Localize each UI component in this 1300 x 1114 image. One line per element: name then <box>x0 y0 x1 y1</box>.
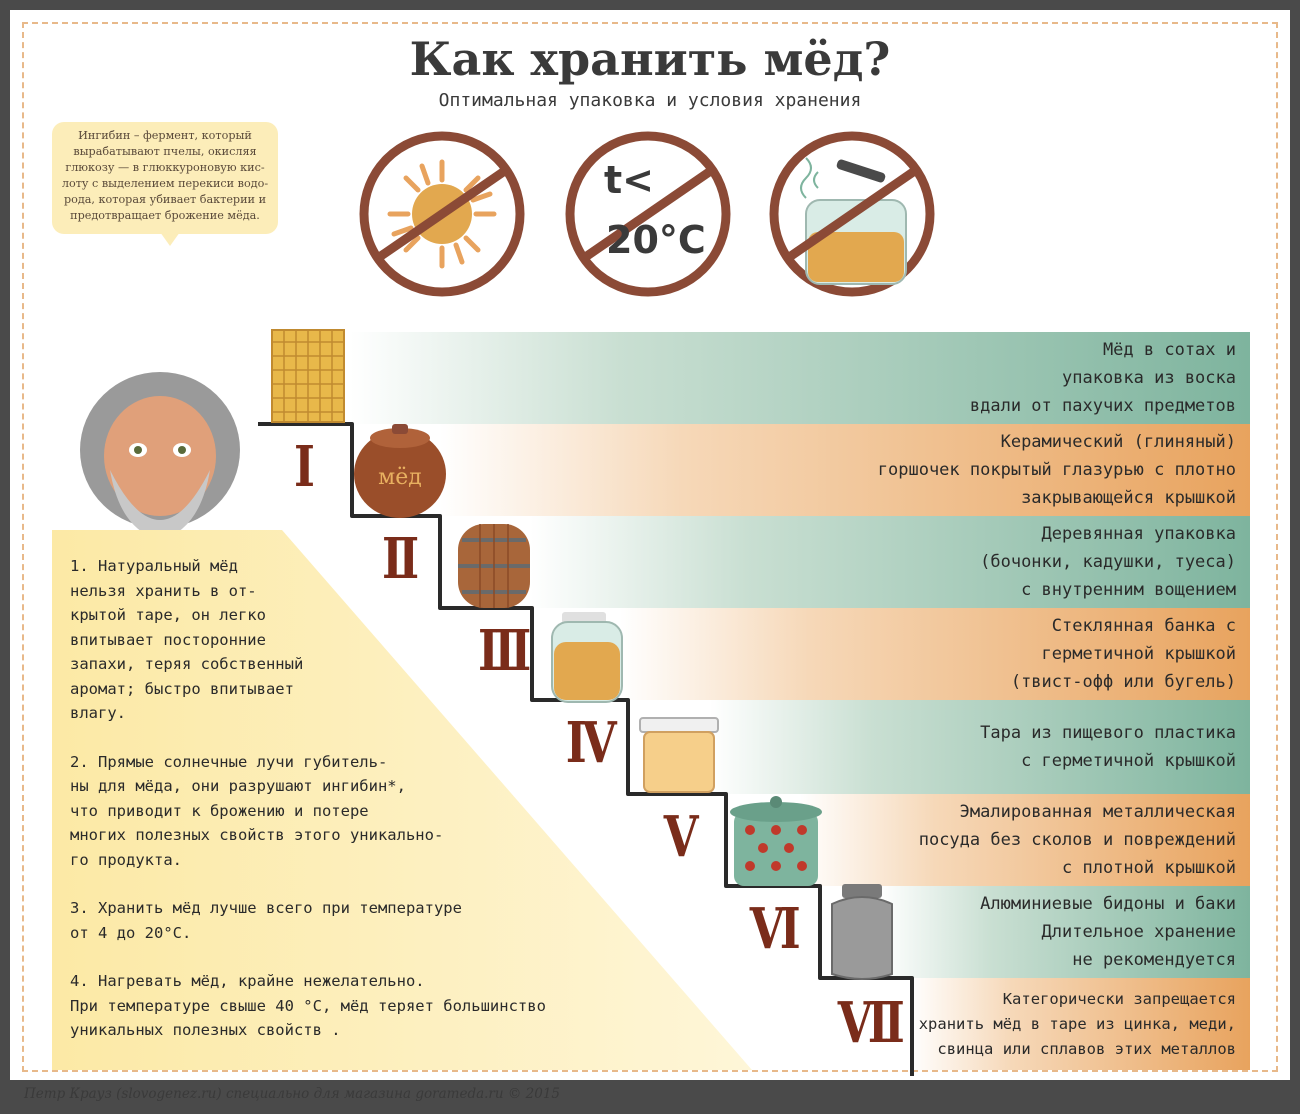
step-5-line-2: с герметичной крышкой <box>1021 751 1236 771</box>
step-6-numeral: VI <box>749 896 801 962</box>
footer-credit: Петр Крауз (slovogenez.ru) специально дл… <box>24 1086 561 1102</box>
step-6-band: Эмалированная металлическая посуда без с… <box>800 794 1250 886</box>
glass-jar-icon <box>551 612 623 703</box>
step-3-line-1: Деревянная упаковка <box>1041 524 1236 544</box>
step-1-line-3: вдали от пахучих предметов <box>969 396 1236 416</box>
note-3: 3. Хранить мёд лучше всего при температу… <box>70 899 462 942</box>
step-6-line-3: с плотной крышкой <box>1062 858 1236 878</box>
storage-notes: 1. Натуральный мёд нельзя хранить в от- … <box>70 554 590 1067</box>
page-title: Как хранить мёд? <box>409 32 891 86</box>
step-7-numeral: VII <box>837 990 905 1056</box>
step-7-line-1: Алюминиевые бидоны и баки <box>980 894 1236 914</box>
step-6-line-1: Эмалированная металлическая <box>959 802 1236 822</box>
step-2-line-2: горшочек покрытый глазурью с плотно <box>877 460 1236 480</box>
step-2-line-1: Керамический (глиняный) <box>1000 432 1236 452</box>
temperature-top-text: t< <box>604 158 655 202</box>
note-1: 1. Натуральный мёд нельзя хранить в от- … <box>70 557 304 722</box>
step-7-band: Алюминиевые бидоны и баки Длительное хра… <box>880 886 1250 978</box>
bubble-tail <box>160 232 180 246</box>
inhibin-note-bubble: Ингибин – фермент, который вырабатывают … <box>52 122 278 234</box>
pot-label: мёд <box>378 465 422 490</box>
step-1-line-1: Мёд в сотах и <box>1102 340 1236 360</box>
step-2-band: Керамический (глиняный) горшочек покрыты… <box>440 424 1250 516</box>
step-4-line-2: герметичной крышкой <box>1041 644 1236 664</box>
step-6-line-2: посуда без сколов и повреждений <box>918 830 1236 850</box>
aluminum-can-icon <box>831 884 893 980</box>
step-1-band: Мёд в сотах и упаковка из воска вдали от… <box>350 332 1250 424</box>
note-2: 2. Прямые солнечные лучи губитель- ны дл… <box>70 752 444 869</box>
step-8-band: Категорически запрещается хранить мёд в … <box>910 978 1250 1070</box>
step-4-line-3: (твист-офф или бугель) <box>1010 672 1236 692</box>
step-5-numeral: V <box>663 804 699 870</box>
step-4-numeral: IV <box>565 710 617 776</box>
plastic-container-icon <box>639 717 719 793</box>
step-3-line-2: (бочонки, кадушки, туеса) <box>980 552 1236 572</box>
temperature-limit-icon <box>565 131 731 297</box>
step-4-band: Стеклянная банка с герметичной крышкой (… <box>620 608 1250 700</box>
step-3-numeral: III <box>478 618 531 684</box>
enamel-pot-icon <box>730 796 822 886</box>
page-subtitle: Оптимальная упаковка и условия хранения <box>438 90 862 111</box>
note-4: 4. Нагревать мёд, крайне нежелательно. П… <box>70 972 546 1039</box>
step-3-line-3: с внутренним вощением <box>1021 580 1236 600</box>
step-1-line-2: упаковка из воска <box>1062 368 1236 388</box>
step-8-line-2: хранить мёд в таре из цинка, меди, <box>918 1014 1236 1033</box>
step-7-line-3: не рекомендуется <box>1072 950 1236 970</box>
step-1-numeral: I <box>294 434 315 500</box>
dashed-border <box>22 22 1278 1072</box>
step-2-line-3: закрывающейся крышкой <box>1021 488 1236 508</box>
step-8-line-1: Категорически запрещается <box>1002 989 1236 1008</box>
step-5-line-1: Тара из пищевого пластика <box>980 723 1236 743</box>
step-3-band: Деревянная упаковка (бочонки, кадушки, т… <box>530 516 1250 608</box>
step-5-band: Тара из пищевого пластика с герметичной … <box>710 700 1250 794</box>
notes-background <box>52 530 752 1070</box>
ceramic-pot-icon: мёд <box>354 424 446 518</box>
no-sun-icon <box>359 131 525 297</box>
step-4-line-1: Стеклянная банка с <box>1051 616 1236 636</box>
no-open-jar-icon <box>769 131 935 297</box>
temperature-bottom-text: 20°C <box>606 218 706 262</box>
step-8-line-3: свинца или сплавов этих металлов <box>937 1039 1236 1058</box>
step-2-numeral: II <box>382 526 419 592</box>
wooden-barrel-icon <box>458 524 530 608</box>
step-7-line-2: Длительное хранение <box>1041 922 1236 942</box>
